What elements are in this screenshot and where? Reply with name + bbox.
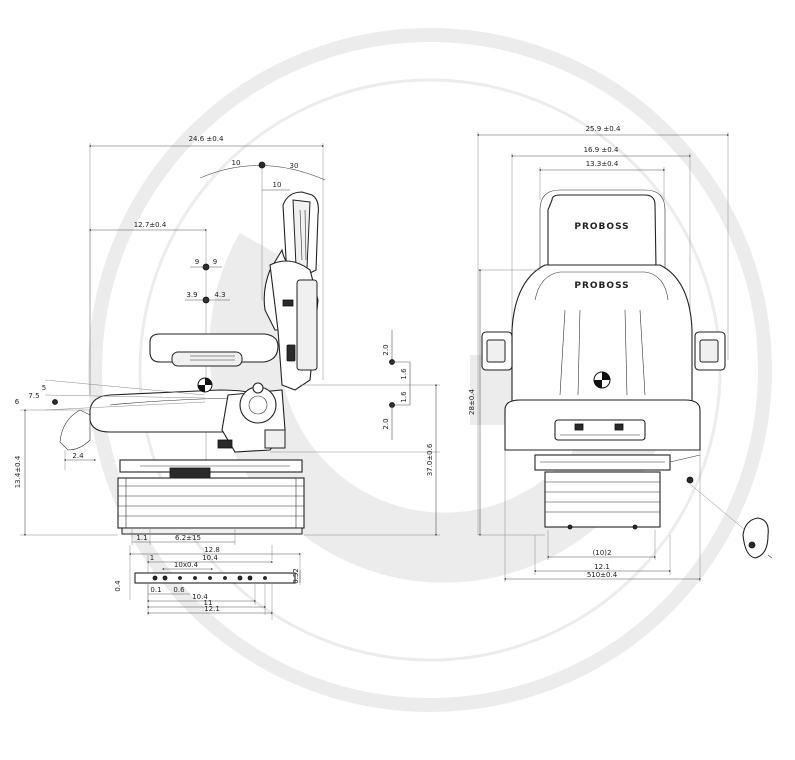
tilt-c: 5 (42, 384, 46, 392)
base-height-label: 13.4±0.4 (14, 455, 22, 488)
base-inner-label: (10)2 (593, 549, 612, 557)
bottom-right-label: 6.2±15 (175, 534, 201, 542)
rail-w2-label: 10.4 (202, 554, 218, 562)
side-overall-width-label: 24.6 ±0.4 (189, 135, 224, 143)
headrest-width-label: 13.3±0.4 (586, 160, 619, 168)
front-offset-label: 2.4 (72, 452, 84, 460)
adjust-mid-left: 3.9 (186, 291, 197, 299)
stroke-a: 2.0 (382, 344, 390, 355)
tilt-b: 7.5 (28, 392, 39, 400)
seat-height-label: 28±0.4 (468, 389, 476, 415)
front-view: 25.9 ±0.4 16.9 ±0.4 13.3±0.4 PROBOSS PRO… (468, 125, 773, 582)
bottom-left-label: 1.1 (136, 534, 147, 542)
side-view: 24.6 ±0.4 10 30 10 12.7±0.4 9 9 3.9 4.3 (14, 135, 440, 545)
backrest-angle-right: 30 (290, 162, 299, 170)
rail-w1-label: 12.8 (204, 546, 220, 554)
rail-o2-label: 0.6 (173, 586, 185, 594)
suspension-height-label: 37.0±0.6 (426, 443, 434, 476)
rail-thick-label: 0.4 (114, 580, 122, 592)
tilt-a: 6 (15, 398, 20, 406)
rail-w3-label: 10x0.4 (174, 561, 199, 569)
adjust-top-left: 9 (195, 258, 199, 266)
rail-b3-label: 12.1 (204, 605, 220, 613)
backrest-angle-left: 10 (232, 159, 241, 167)
rail-o1-label: 0.1 (150, 586, 161, 594)
adjust-mid-right: 4.3 (214, 291, 225, 299)
backrest-width-label: 16.9 ±0.4 (584, 146, 619, 154)
brand-back-label: PROBOSS (574, 281, 629, 291)
rail-height-label: 0.52 (292, 568, 300, 584)
rail-left-small-label: 1 (150, 554, 154, 562)
adjust-top-right: 9 (213, 258, 217, 266)
base-outer-label: 510±0.4 (587, 571, 618, 579)
brand-head-label: PROBOSS (574, 222, 629, 232)
seat-ref-width-label: 12.7±0.4 (134, 221, 167, 229)
stroke-d: 2.0 (382, 418, 390, 429)
rail-b2-label: 11 (204, 599, 213, 607)
stroke-c: 1.6 (400, 391, 408, 403)
backrest-angle-small: 10 (273, 181, 282, 189)
rail-b1-label: 10.4 (192, 593, 208, 601)
rail-detail: 12.8 10.4 1 10x0.4 0.52 0.4 0.1 0.6 10.4… (114, 545, 302, 620)
stroke-b: 1.6 (400, 368, 408, 380)
base-mid-label: 12.1 (594, 563, 610, 571)
front-overall-width-label: 25.9 ±0.4 (586, 125, 621, 133)
